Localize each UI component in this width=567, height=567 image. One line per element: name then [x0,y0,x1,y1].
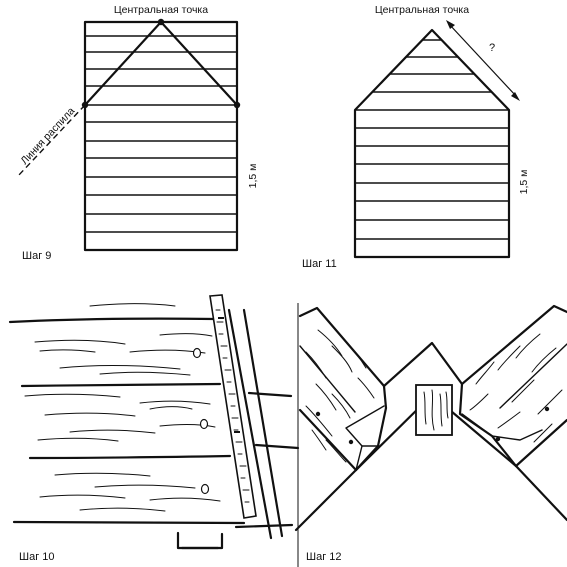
saw-line-extension [17,104,86,177]
step-caption: Шаг 12 [306,551,342,563]
center-point-label: Центральная точка [375,4,469,16]
panel-step-11: ? Центральная точка 1,5 м Шаг 11 [302,4,530,270]
right-cut-point-marker [233,101,241,109]
slope-dimension-arrow [446,20,520,101]
wood-grain [305,329,375,463]
board-right-edge [227,308,300,540]
board-lines [355,39,509,240]
height-dimension-label: 1,5 м [518,170,530,195]
board-panel [83,20,239,252]
plank-edges [8,317,294,529]
gable-outline [353,28,511,259]
frame-beam [176,531,224,550]
center-point-label: Центральная точка [114,4,208,16]
height-dimension-label: 1,5 м [247,164,259,189]
panel-step-10: Шаг 10 [8,294,300,563]
nail-heads [192,347,210,495]
panel-step-9: Центральная точка Линия распила 1,5 м Ша… [17,4,259,262]
panel-step-12: Шаг 12 [294,304,567,563]
wood-grain [469,333,563,443]
ruler-ticks [215,309,250,503]
unknown-length-marker: ? [489,42,495,54]
ridge-block [415,384,453,436]
right-rafter [458,304,567,468]
center-point-marker [157,18,165,26]
step-caption: Шаг 9 [22,250,51,262]
saw-line-label: Линия распила [18,105,77,167]
left-rafter [298,306,388,472]
folding-ruler [209,294,257,519]
wood-grain [24,303,221,512]
board-lines [84,35,238,233]
step-caption: Шаг 11 [302,258,337,270]
step-caption: Шаг 10 [19,551,55,563]
cut-line-gable [83,20,239,107]
